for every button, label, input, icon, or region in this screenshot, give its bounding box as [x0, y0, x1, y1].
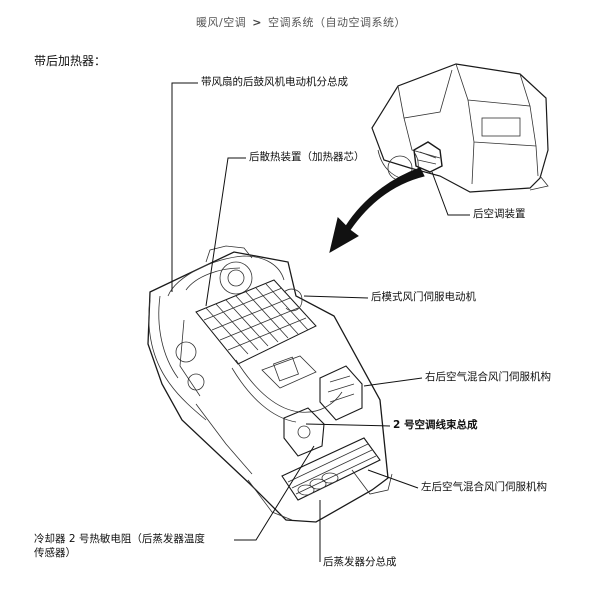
label-rear-blower-motor: 带风扇的后鼓风机电动机分总成	[201, 76, 348, 89]
label-ac-harness-no2: 2 号空调线束总成	[393, 419, 478, 432]
breadcrumb-section[interactable]: 暖风/空调	[196, 16, 247, 29]
label-rear-mode-damper-motor: 后模式风门伺服电动机	[371, 291, 476, 304]
rear-ac-unit-drawing	[147, 245, 393, 523]
breadcrumb: 暖风/空调 > 空调系统（自动空调系统）	[0, 14, 602, 30]
breadcrumb-page[interactable]: 空调系统（自动空调系统）	[267, 16, 406, 29]
label-right-air-mix-servo: 右后空气混合风门伺服机构	[425, 371, 551, 384]
section-title: 带后加热器：	[34, 54, 107, 68]
label-rear-heater-core: 后散热装置（加热器芯）	[249, 151, 365, 164]
label-cooler-thermistor-line1: 冷却器 2 号热敏电阻（后蒸发器温度	[34, 533, 205, 546]
label-rear-evaporator: 后蒸发器分总成	[323, 556, 397, 569]
leader-lines	[171, 82, 470, 562]
label-left-air-mix-servo: 左后空气混合风门伺服机构	[421, 481, 547, 494]
vehicle-illustration	[371, 63, 549, 193]
label-cooler-thermistor-line2: 传感器）	[34, 547, 76, 560]
breadcrumb-separator: >	[252, 16, 262, 29]
label-rear-ac-unit: 后空调装置	[473, 208, 526, 221]
direction-arrow	[329, 167, 425, 254]
